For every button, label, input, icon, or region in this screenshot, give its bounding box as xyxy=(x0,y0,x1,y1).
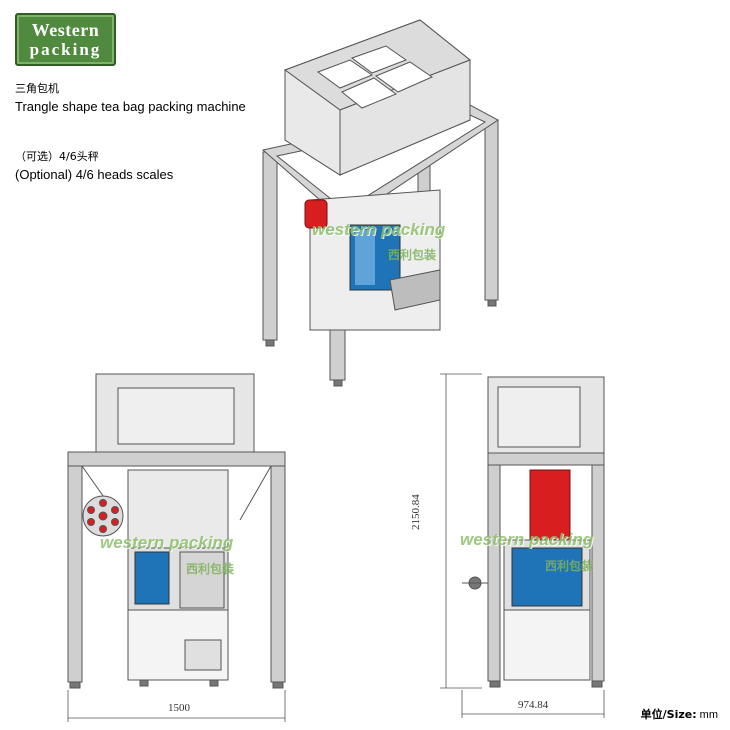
units-label-text: 单位/Size: xyxy=(640,708,697,721)
option-chinese: （可选）4/6头秤 xyxy=(15,150,99,163)
title-chinese: 三角包机 xyxy=(15,82,59,95)
depth-dimension: 974.84 xyxy=(518,699,549,711)
height-dimension: 2150.84 xyxy=(410,494,422,530)
title-english: Trangle shape tea bag packing machine xyxy=(15,99,246,114)
watermark-iso-cn: 西利包装 xyxy=(388,248,437,262)
watermark-front: western packing xyxy=(100,533,234,552)
watermark-front-cn: 西利包装 xyxy=(186,562,235,576)
front-view xyxy=(67,373,286,722)
watermark-side-cn: 西利包装 xyxy=(545,559,594,573)
watermark-side: western packing xyxy=(460,530,594,549)
side-view xyxy=(440,373,605,718)
watermark-iso: western packing xyxy=(312,220,446,239)
width-dimension: 1500 xyxy=(168,702,190,714)
units-label: 单位/Size: mm xyxy=(641,706,718,722)
isometric-view xyxy=(261,19,499,387)
company-logo: Western packing xyxy=(15,13,116,66)
option-english: (Optional) 4/6 heads scales xyxy=(15,167,174,182)
logo-line-1: Western xyxy=(31,20,100,40)
units-value: mm xyxy=(699,709,718,721)
logo-line-2: packing xyxy=(29,40,102,59)
